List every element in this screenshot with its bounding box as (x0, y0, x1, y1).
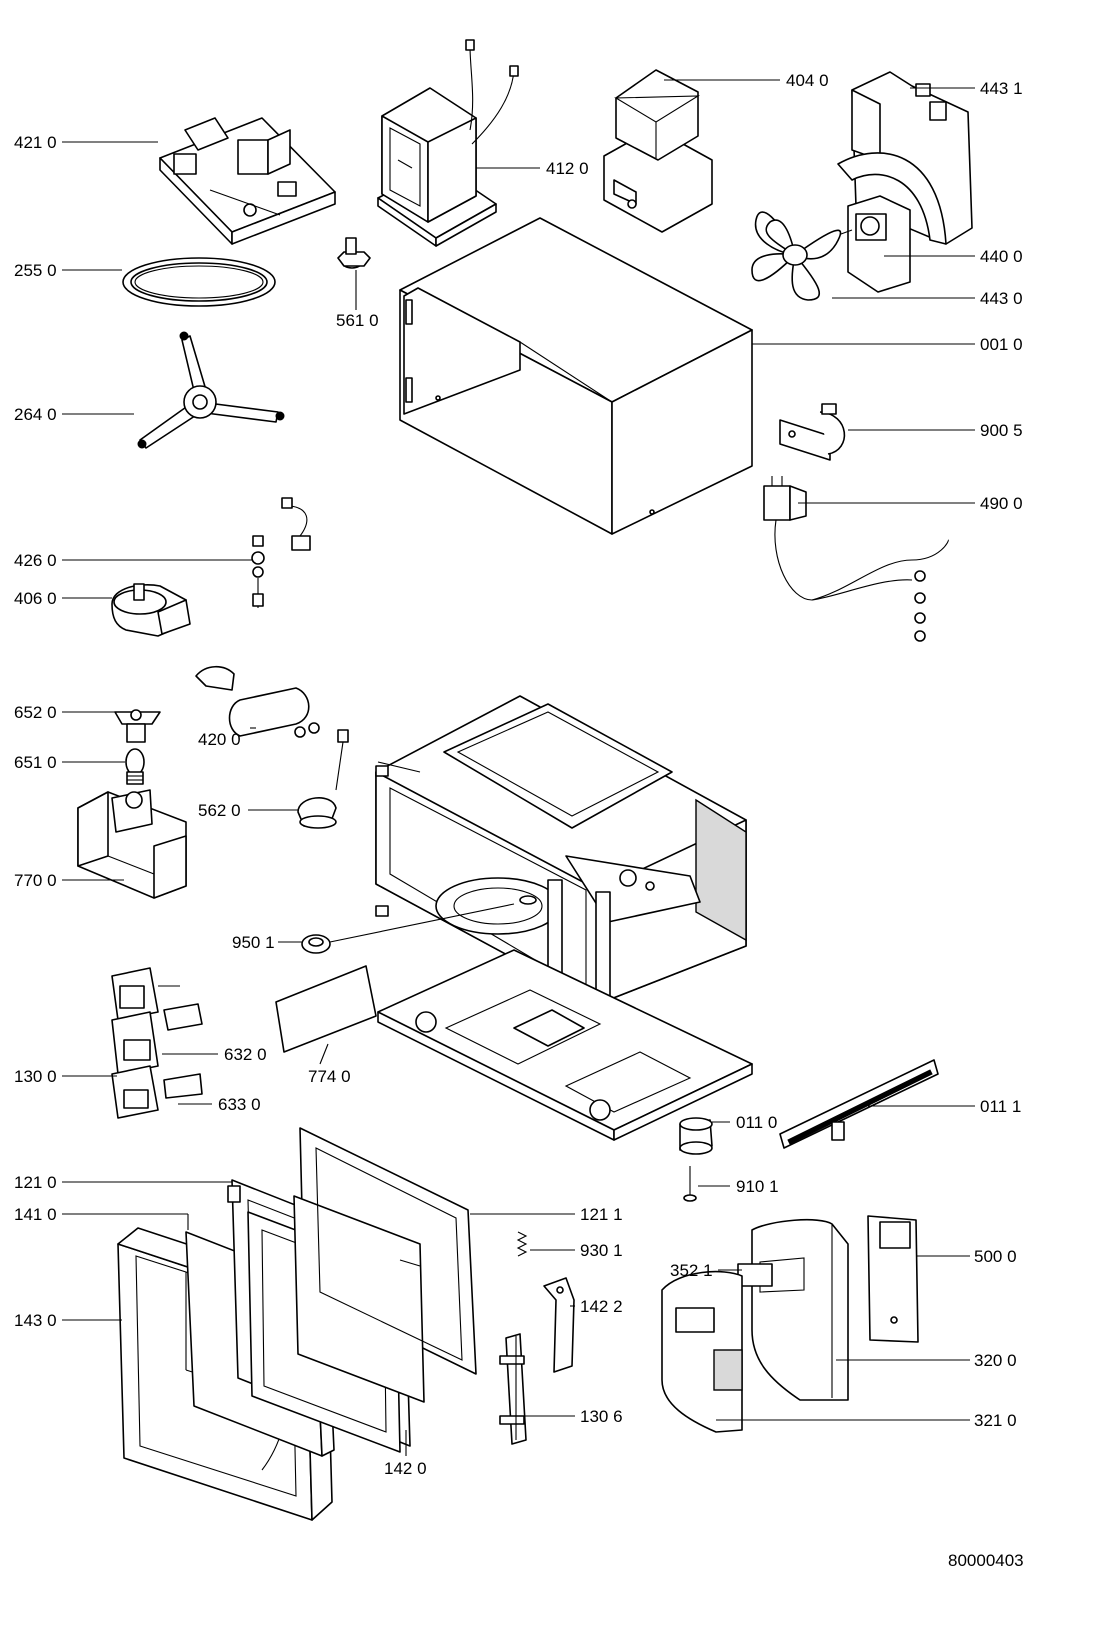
callout-770-0: 770 0 (14, 871, 57, 890)
part-320-0-control-panel (751, 1218, 849, 1401)
callout-121-0: 121 0 (14, 1173, 57, 1192)
callout-001-0: 001 0 (980, 335, 1023, 354)
part-011-0-foot (679, 1117, 713, 1155)
callout-421-0: 421 0 (14, 133, 57, 152)
part-426-0-fuse-assembly (251, 497, 311, 608)
callout-440-0: 440 0 (980, 247, 1023, 266)
callout-011-0: 011 0 (736, 1113, 777, 1132)
callout-011-1: 011 1 (980, 1097, 1021, 1116)
callout-443-0: 443 0 (980, 289, 1023, 308)
callout-404-0: 404 0 (786, 71, 829, 90)
part-770-0-air-guide (77, 789, 187, 899)
callout-490-0: 490 0 (980, 494, 1023, 513)
part-774-0-waveguide-cover (275, 965, 377, 1053)
callout-264-0: 264 0 (14, 405, 57, 424)
part-412-0-hv-transformer (377, 39, 519, 247)
callout-130-6: 130 6 (580, 1407, 623, 1426)
part-652-0-lamp-socket (114, 709, 161, 743)
callout-500-0: 500 0 (974, 1247, 1017, 1266)
part-130-6-latch-arm (499, 1333, 527, 1445)
part-950-1-coupling (301, 934, 331, 954)
part-321-0-panel-cover (661, 1270, 743, 1433)
part-930-1-spring (516, 1231, 528, 1257)
drawing-number: 80000403 (948, 1551, 1024, 1570)
part-490-0-power-cord (763, 476, 949, 642)
part-562-0-thermostat (297, 729, 349, 829)
callout-352-1: 352 1 (670, 1261, 713, 1280)
callout-633-0: 633 0 (218, 1095, 261, 1114)
callout-900-5: 900 5 (980, 421, 1023, 440)
callout-562-0: 562 0 (198, 801, 241, 820)
callout-412-0: 412 0 (546, 159, 589, 178)
part-421-0-pcb (159, 117, 336, 245)
callout-652-0: 652 0 (14, 703, 57, 722)
leader-lines (62, 79, 975, 1456)
callout-321-0: 321 0 (974, 1411, 1017, 1430)
callout-443-1: 443 1 (980, 79, 1023, 98)
callout-632-0: 632 0 (224, 1045, 267, 1064)
callout-406-0: 406 0 (14, 589, 57, 608)
part-001-0-cabinet-wrapper (399, 217, 753, 535)
callout-930-1: 930 1 (580, 1241, 623, 1260)
callout-561-0: 561 0 (336, 311, 379, 330)
part-443-0-fan-blade (751, 211, 842, 301)
base-plate (377, 949, 753, 1141)
part-130-0-switch-bracket (111, 967, 203, 1119)
callout-950-1: 950 1 (232, 933, 275, 952)
part-440-0-fan-motor (829, 195, 911, 293)
callout-labels: 421 0 255 0 264 0 426 0 406 0 652 0 651 … (14, 71, 1023, 1478)
callout-255-0: 255 0 (14, 261, 57, 280)
part-561-0-thermostat (337, 237, 371, 269)
part-142-2-latch (543, 1277, 575, 1373)
callout-774-0: 774 0 (308, 1067, 351, 1086)
part-121-1-outer-door (293, 1127, 477, 1403)
callout-420-0: 420 0 (198, 730, 241, 749)
part-255-0-roller-ring (122, 257, 276, 307)
part-910-1-screw (683, 1166, 697, 1202)
callout-651-0: 651 0 (14, 753, 57, 772)
callout-142-0: 142 0 (384, 1459, 427, 1478)
callout-121-1: 121 1 (580, 1205, 623, 1224)
cavity-assembly (375, 695, 747, 1013)
part-264-0-roller-support (137, 331, 285, 449)
part-900-5-clamp (779, 403, 846, 461)
part-500-0-control-plate (867, 1215, 919, 1343)
callout-142-2: 142 2 (580, 1297, 623, 1316)
part-352-1-display-window (737, 1263, 773, 1287)
callout-141-0: 141 0 (14, 1205, 57, 1224)
part-404-0-filament-transformer (603, 69, 713, 233)
part-651-0-lamp-bulb (125, 748, 145, 785)
callout-130-0: 130 0 (14, 1067, 57, 1086)
callout-426-0: 426 0 (14, 551, 57, 570)
part-420-0-hv-capacitor (195, 665, 320, 738)
callout-320-0: 320 0 (974, 1351, 1017, 1370)
callout-143-0: 143 0 (14, 1311, 57, 1330)
part-011-1-rail (779, 1059, 939, 1149)
callout-910-1: 910 1 (736, 1177, 779, 1196)
part-406-0-turntable-motor (111, 583, 191, 637)
